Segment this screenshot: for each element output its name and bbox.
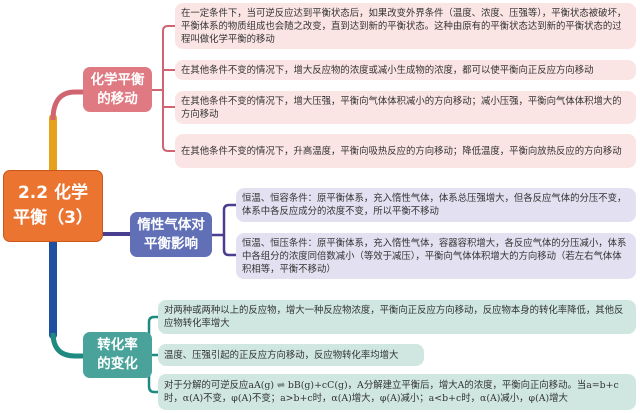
branch-node-conversion-rate[interactable]: 转化率的变化 [83,332,152,378]
leaf-conversion-decomposition: 对于分解的可逆反应aA(g) ⇌ bB(g)+cC(g)，A分解建立平衡后，增大… [158,374,636,410]
leaf-shift-concentration: 在其他条件不变的情况下，增大反应物的浓度或减小生成物的浓度，都可以使平衡向正反应… [175,60,636,80]
leaf-conversion-temp-pressure: 温度、压强引起的正反应方向移动，反应物转化率均增大 [158,344,424,366]
leaf-conversion-multiple-reactants: 对两种或两种以上的反应物，增大一种反应物浓度，平衡向正反应方向移动，反应物本身的… [158,300,636,334]
leaf-shift-definition: 在一定条件下，当可逆反应达到平衡状态后，如果改变外界条件（温度、浓度、压强等），… [175,3,636,49]
leaf-shift-pressure: 在其他条件不变的情况下，增大压强，平衡向气体体积减小的方向移动；减小压强，平衡向… [175,91,636,124]
branch-node-inert-gas[interactable]: 惰性气体对平衡影响 [130,212,212,257]
leaf-inert-constant-pressure: 恒温、恒压条件：原平衡体系，充入惰性气体，容器容积增大，各反应气体的分压减小，体… [236,233,636,279]
leaf-inert-constant-volume: 恒温、恒容条件：原平衡体系，充入惰性气体，体系总压强增大，但各反应气体的分压不变… [236,188,636,222]
root-node[interactable]: 2.2 化学平衡（3） [3,170,103,242]
leaf-shift-temperature: 在其他条件不变的情况下，升高温度，平衡向吸热反应的方向移动；降低温度，平衡向放热… [175,134,636,168]
branch-node-equilibrium-shift[interactable]: 化学平衡的移动 [83,67,152,112]
